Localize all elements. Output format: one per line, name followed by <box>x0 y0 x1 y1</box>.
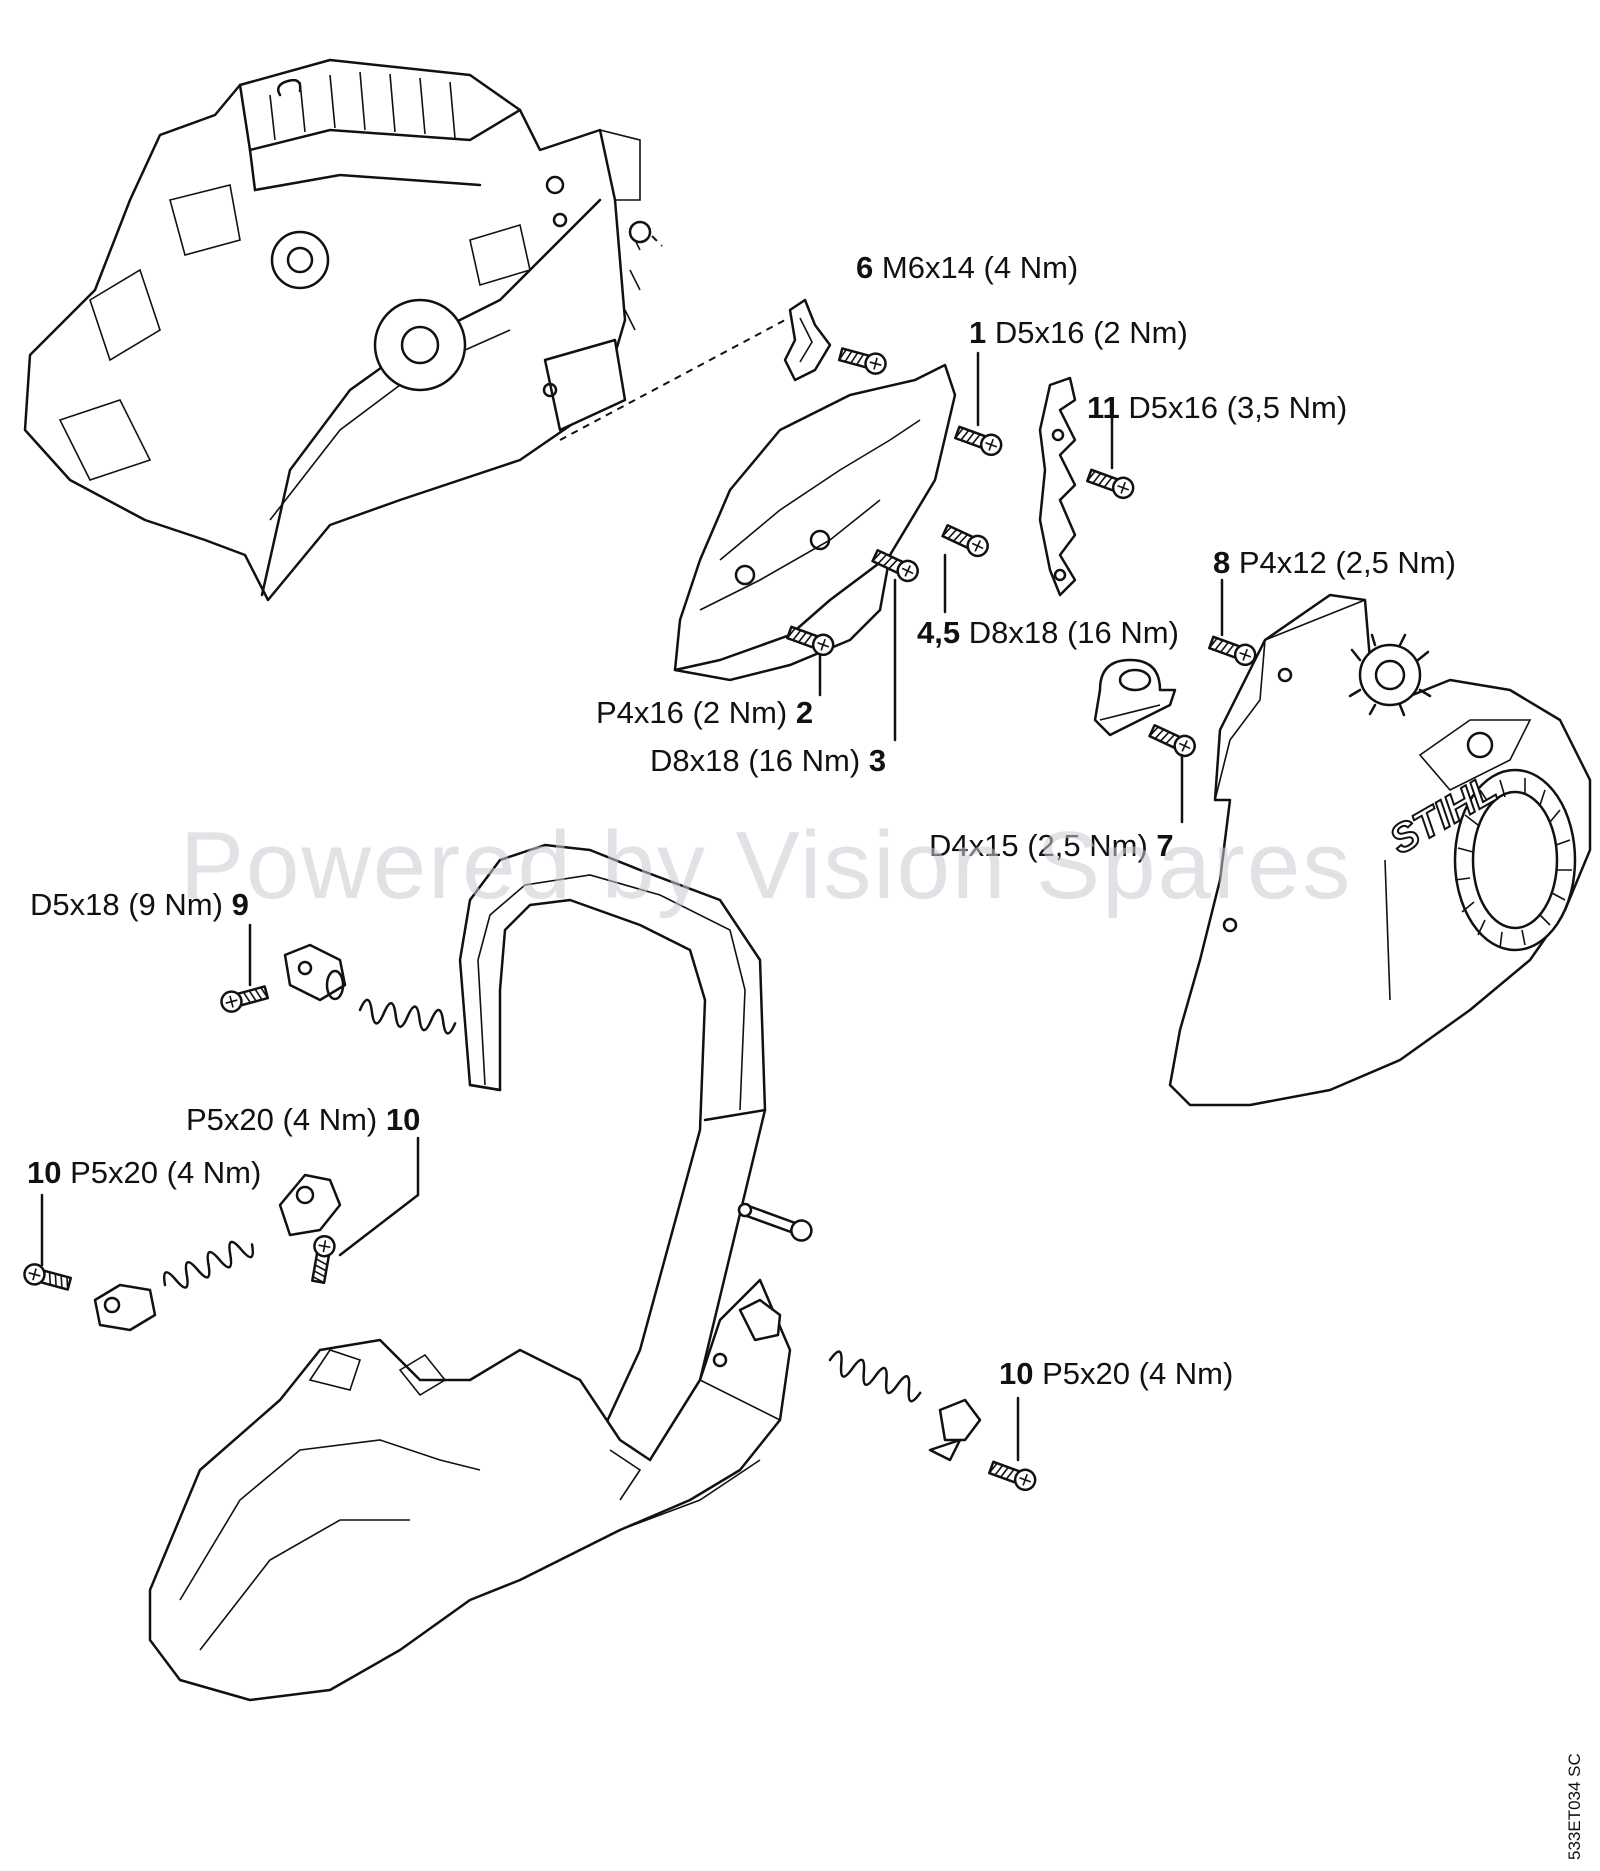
callout-10-upper: P5x20 (4 Nm) 10 <box>186 1102 421 1137</box>
screw-3 <box>869 545 923 586</box>
leader-line <box>338 1136 420 1257</box>
chain-catcher-clip <box>783 298 832 382</box>
screw-4-5 <box>939 520 993 561</box>
leader-line <box>559 319 786 441</box>
sprocket-cover <box>1168 593 1592 1107</box>
side-cover-plate <box>673 363 957 682</box>
av-buffer-9 <box>283 943 347 1002</box>
screw-10a <box>20 1260 74 1295</box>
av-buffer-10a <box>278 1173 342 1237</box>
av-buffer-10b <box>93 1283 157 1332</box>
av-buffer-10c <box>738 1298 982 1462</box>
av-spring-10c <box>824 1348 926 1405</box>
engine-housing <box>23 58 652 602</box>
callout-10-right: 10 P5x20 (4 Nm) <box>999 1356 1234 1391</box>
screw-2 <box>784 621 838 659</box>
screw-10b <box>307 1233 338 1285</box>
handle-pin <box>737 1202 813 1242</box>
callout-10-left: 10 P5x20 (4 Nm) <box>27 1155 262 1190</box>
rear-handle-housing <box>148 1278 792 1702</box>
chain-tensioner <box>1093 658 1177 737</box>
screw-6 <box>836 343 890 378</box>
callout-9: D5x18 (9 Nm) 9 <box>30 887 249 922</box>
bumper-spike <box>1038 376 1077 597</box>
callout-11: 11 D5x16 (3,5 Nm) <box>1087 390 1348 425</box>
watermark: Powered by Vision Spares <box>180 812 1353 919</box>
screw-9 <box>217 981 271 1016</box>
screw-11 <box>1084 464 1138 502</box>
screw-10c <box>986 1456 1040 1494</box>
callout-3: D8x18 (16 Nm) 3 <box>650 743 887 778</box>
document-id: 533ET034 SC <box>1565 1753 1584 1860</box>
av-spring-9 <box>357 997 458 1036</box>
leader-line <box>651 235 663 247</box>
callout-2: P4x16 (2 Nm) 2 <box>596 695 814 730</box>
screw-7 <box>1146 720 1200 761</box>
screw-8 <box>1206 631 1260 669</box>
screw-1 <box>952 421 1006 459</box>
callout-8: 8 P4x12 (2,5 Nm) <box>1213 545 1456 580</box>
callout-7: D4x15 (2,5 Nm) 7 <box>929 828 1174 863</box>
callout-1: 1 D5x16 (2 Nm) <box>969 315 1188 350</box>
callout-4-5: 4,5 D8x18 (16 Nm) <box>917 615 1179 650</box>
callout-6: 6 M6x14 (4 Nm) <box>856 250 1079 285</box>
av-spring-10 <box>159 1233 258 1297</box>
